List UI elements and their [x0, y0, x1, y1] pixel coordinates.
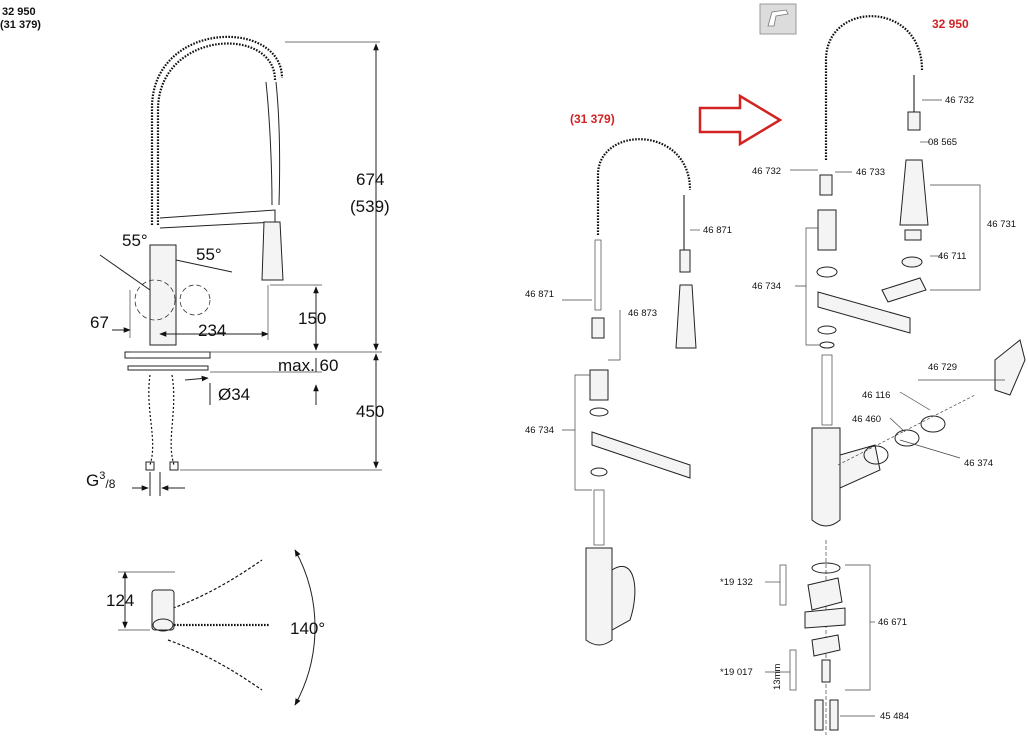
dim-angle-left: 55°	[122, 231, 148, 250]
dim-angle-right: 55°	[196, 245, 222, 264]
right-part-46731: 46 731	[987, 219, 1016, 230]
mid-part-46871-side: 46 871	[525, 289, 554, 300]
lever-handle	[994, 339, 1026, 396]
right-part-46732-top: 46 732	[945, 95, 974, 106]
deck-plate	[124, 351, 211, 359]
right-part-46460: 46 460	[852, 414, 881, 425]
right-part-08565: 08 565	[928, 137, 957, 148]
title-31379: (31 379)	[570, 112, 615, 126]
title-32950: 32 950	[932, 17, 969, 31]
right-part-46711: 46 711	[938, 251, 966, 262]
right-part-19132: *19 132	[720, 577, 753, 588]
dim-top-124: 124	[106, 591, 134, 610]
model-number-alt: (31 379)	[0, 19, 41, 31]
faucet-thumbnail-icon	[759, 3, 797, 35]
faucet-body	[149, 244, 177, 346]
right-part-46733: 46 733	[856, 167, 885, 178]
spray-head	[261, 221, 284, 281]
dim-diameter-34: Ø34	[218, 385, 250, 404]
side-view-drawing: 674 (539) 55° 55° 67 234 150 max. 60 Ø34…	[86, 35, 390, 496]
exploded-view-31379: (31 379) 46 871 46 871 46 873 46 734	[525, 112, 732, 646]
exploded-view-32950: 32 950	[720, 15, 1026, 735]
dim-offset-67: 67	[90, 313, 109, 332]
supply-hose-right	[170, 374, 175, 466]
right-part-19017: *19 017	[720, 667, 753, 678]
right-part-46374: 46 374	[964, 458, 993, 469]
dim-hose-450: 450	[356, 402, 384, 421]
right-body	[811, 427, 841, 527]
model-number-main: 32 950	[2, 6, 36, 18]
right-part-46729: 46 729	[928, 362, 957, 373]
top-view-drawing: 124 140°	[106, 549, 325, 706]
arrow-right-icon	[698, 93, 783, 147]
dim-height-alt: (539)	[350, 197, 390, 216]
dim-max-60: max. 60	[278, 356, 338, 375]
mid-spray-head	[675, 284, 697, 349]
mid-part-46871-top: 46 871	[703, 225, 732, 236]
right-part-46671: 46 671	[878, 617, 907, 628]
dim-height-total: 674	[356, 170, 384, 189]
right-part-46116: 46 116	[862, 390, 890, 401]
right-part-46732-side: 46 732	[752, 166, 781, 177]
mid-body	[585, 547, 613, 646]
swivel-arc	[294, 549, 316, 706]
dim-thread-g: G3/8	[86, 470, 116, 491]
right-part-45484: 45 484	[880, 711, 909, 722]
right-arm	[817, 291, 911, 334]
spring-coil	[156, 42, 277, 225]
right-part-13mm: 13mm	[772, 664, 783, 690]
dim-spout-150: 150	[298, 309, 326, 328]
dim-swivel-140: 140°	[290, 619, 325, 638]
supply-hose-left	[148, 374, 154, 466]
right-spray-head	[899, 159, 929, 226]
dim-reach-234: 234	[198, 321, 226, 340]
mid-part-46734: 46 734	[525, 425, 554, 436]
mid-part-46873: 46 873	[628, 308, 657, 319]
mid-arm	[591, 431, 691, 479]
swing-arm	[159, 209, 276, 229]
right-part-46734: 46 734	[752, 281, 781, 292]
